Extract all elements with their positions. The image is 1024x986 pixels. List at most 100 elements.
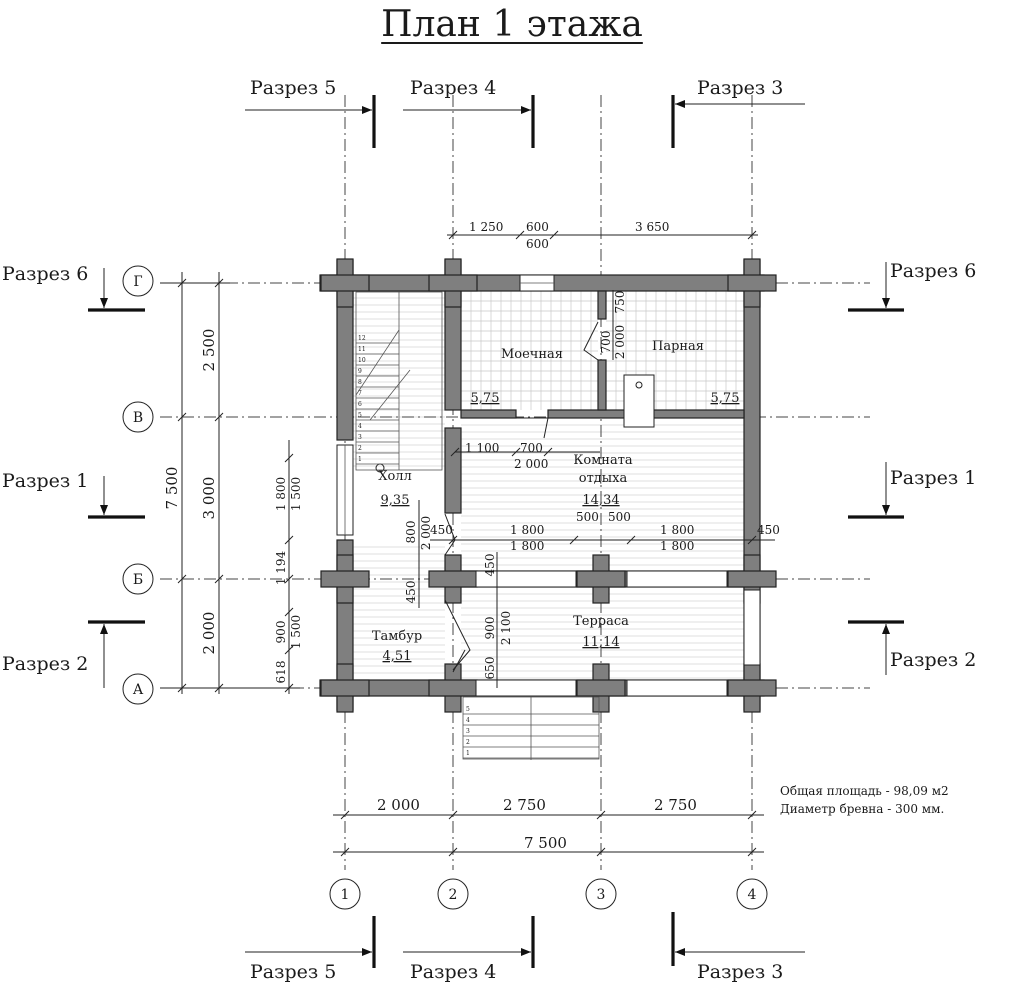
axis-2-label: 2 (449, 887, 458, 903)
hall-stair-step-number: 12 (358, 335, 366, 342)
section-4-top-label: Разрез 4 (410, 77, 496, 99)
section-2-left-label: Разрез 2 (2, 653, 88, 675)
room-komnata-name-2: отдыха (579, 471, 628, 486)
porch-stair-step-number: 3 (466, 728, 470, 735)
axis-a-label: А (133, 682, 144, 698)
dim-mid-1800c: 1 800 (660, 523, 694, 537)
dim-wash-700: 700 (599, 331, 613, 354)
porch-stair-step-number: 1 (466, 750, 470, 757)
dim-ter-2100: 2 100 (499, 611, 513, 645)
log-corner-post (428, 663, 478, 713)
log-corner-post (727, 663, 777, 713)
axis-1-label: 1 (341, 887, 350, 903)
dim-bottom-2750b: 2 750 (654, 796, 697, 814)
hall-stair-step-number: 9 (358, 368, 362, 375)
dim-ter-900: 900 (483, 617, 497, 640)
dim-left-1500b: 1 500 (289, 615, 303, 649)
axis-b-label: Б (133, 572, 143, 588)
porch-stair-step-number: 2 (466, 739, 470, 746)
room-moechnaya-area: 5,75 (471, 391, 500, 406)
dim-mid-1800a: 1 800 (510, 523, 544, 537)
log-corner-post (428, 258, 478, 308)
dim-left-1194: 1 194 (274, 550, 288, 585)
section-3-top-label: Разрез 3 (697, 77, 783, 99)
hall-stair-step-number: 7 (358, 390, 362, 397)
log-walls (319, 258, 777, 713)
log-corner-post (576, 554, 626, 604)
axis-bubbles (122, 265, 768, 910)
section-1-left-label: Разрез 1 (2, 470, 88, 492)
section-6-right-label: Разрез 6 (890, 260, 976, 282)
hall-stair-step-number: 6 (358, 401, 362, 408)
room-hall-area: 9,35 (381, 493, 410, 508)
section-3-bottom-label: Разрез 3 (697, 961, 783, 983)
room-komnata-area: 14,34 (582, 493, 619, 508)
dim-mid-1800b: 1 800 (510, 539, 544, 553)
dim-door-450b: 450 (404, 581, 418, 604)
dim-left-2500: 2 500 (200, 329, 218, 372)
axis-g-label: Г (133, 274, 142, 290)
room-komnata-name-1: Комната (573, 453, 633, 468)
room-terrasa-area: 11,14 (582, 635, 619, 650)
hall-stair-step-number: 2 (358, 445, 362, 452)
dim-room-700: 700 (520, 441, 543, 455)
section-1-right-label: Разрез 1 (890, 467, 976, 489)
dim-mid-500a: 500 (576, 510, 599, 524)
room-tambur-area: 4,51 (383, 649, 412, 664)
section-6-left-label: Разрез 6 (2, 263, 88, 285)
room-parnaya-area: 5,75 (711, 391, 740, 406)
dim-door-450a: 450 (430, 523, 453, 537)
room-tambur-name: Тамбур (372, 629, 422, 644)
dim-door-800: 800 (404, 521, 418, 544)
dimension-lines (160, 230, 775, 857)
hall-stair-step-number: 10 (358, 357, 366, 364)
log-corner-post (320, 258, 370, 308)
hall-stair-step-number: 11 (358, 346, 366, 353)
plan-title: План 1 этажа (381, 4, 643, 45)
dim-wash-750: 750 (613, 291, 627, 314)
dim-mid-500b: 500 (608, 510, 631, 524)
section-4-bottom-label: Разрез 4 (410, 961, 496, 983)
dim-left-618: 618 (274, 661, 288, 684)
dim-bottom-7500: 7 500 (524, 834, 567, 852)
axis-4-label: 4 (748, 887, 757, 903)
room-hall-name: Холл (378, 469, 412, 484)
section-5-top-label: Разрез 5 (250, 77, 336, 99)
log-corner-post (727, 258, 777, 308)
doors (444, 321, 599, 673)
axis-v-label: В (133, 410, 143, 426)
dim-bottom-2750a: 2 750 (503, 796, 546, 814)
note-log-diameter: Диаметр бревна - 300 мм. (780, 802, 944, 816)
dim-room-2000: 2 000 (514, 457, 548, 471)
dim-mid-1800d: 1 800 (660, 539, 694, 553)
hall-stair-step-number: 8 (358, 379, 362, 386)
dim-left-2000: 2 000 (200, 612, 218, 655)
porch-stair: 5 4 3 2 1 (462, 696, 600, 760)
dim-top-600a: 600 (526, 220, 549, 234)
porch-stair-step-number: 4 (466, 717, 470, 724)
room-moechnaya-name: Моечная (501, 347, 563, 362)
porch-stair-step-number: 5 (466, 706, 470, 713)
section-2-right-label: Разрез 2 (890, 649, 976, 671)
dim-top-1250: 1 250 (469, 220, 503, 234)
dim-left-7500: 7 500 (163, 467, 181, 510)
dim-door-2000: 2 000 (419, 516, 433, 550)
dim-mid-450r: 450 (757, 523, 780, 537)
room-terrasa-name: Терраса (573, 614, 629, 629)
dim-wash-2000: 2 000 (613, 325, 627, 359)
dim-ter-450: 450 (483, 554, 497, 577)
dim-left-1800: 1 800 (274, 477, 288, 511)
dim-bottom-2000: 2 000 (377, 796, 420, 814)
axis-3-label: 3 (597, 887, 606, 903)
note-total-area: Общая площадь - 98,09 м2 (780, 784, 949, 798)
log-corner-post (320, 663, 370, 713)
stove (623, 374, 655, 428)
dim-left-3000: 3 000 (200, 477, 218, 520)
hall-stair-step-number: 3 (358, 434, 362, 441)
dim-room-1100: 1 100 (465, 441, 499, 455)
hall-stair-step-number: 5 (358, 412, 362, 419)
dim-ter-650: 650 (483, 657, 497, 680)
grid-lines (160, 95, 870, 870)
